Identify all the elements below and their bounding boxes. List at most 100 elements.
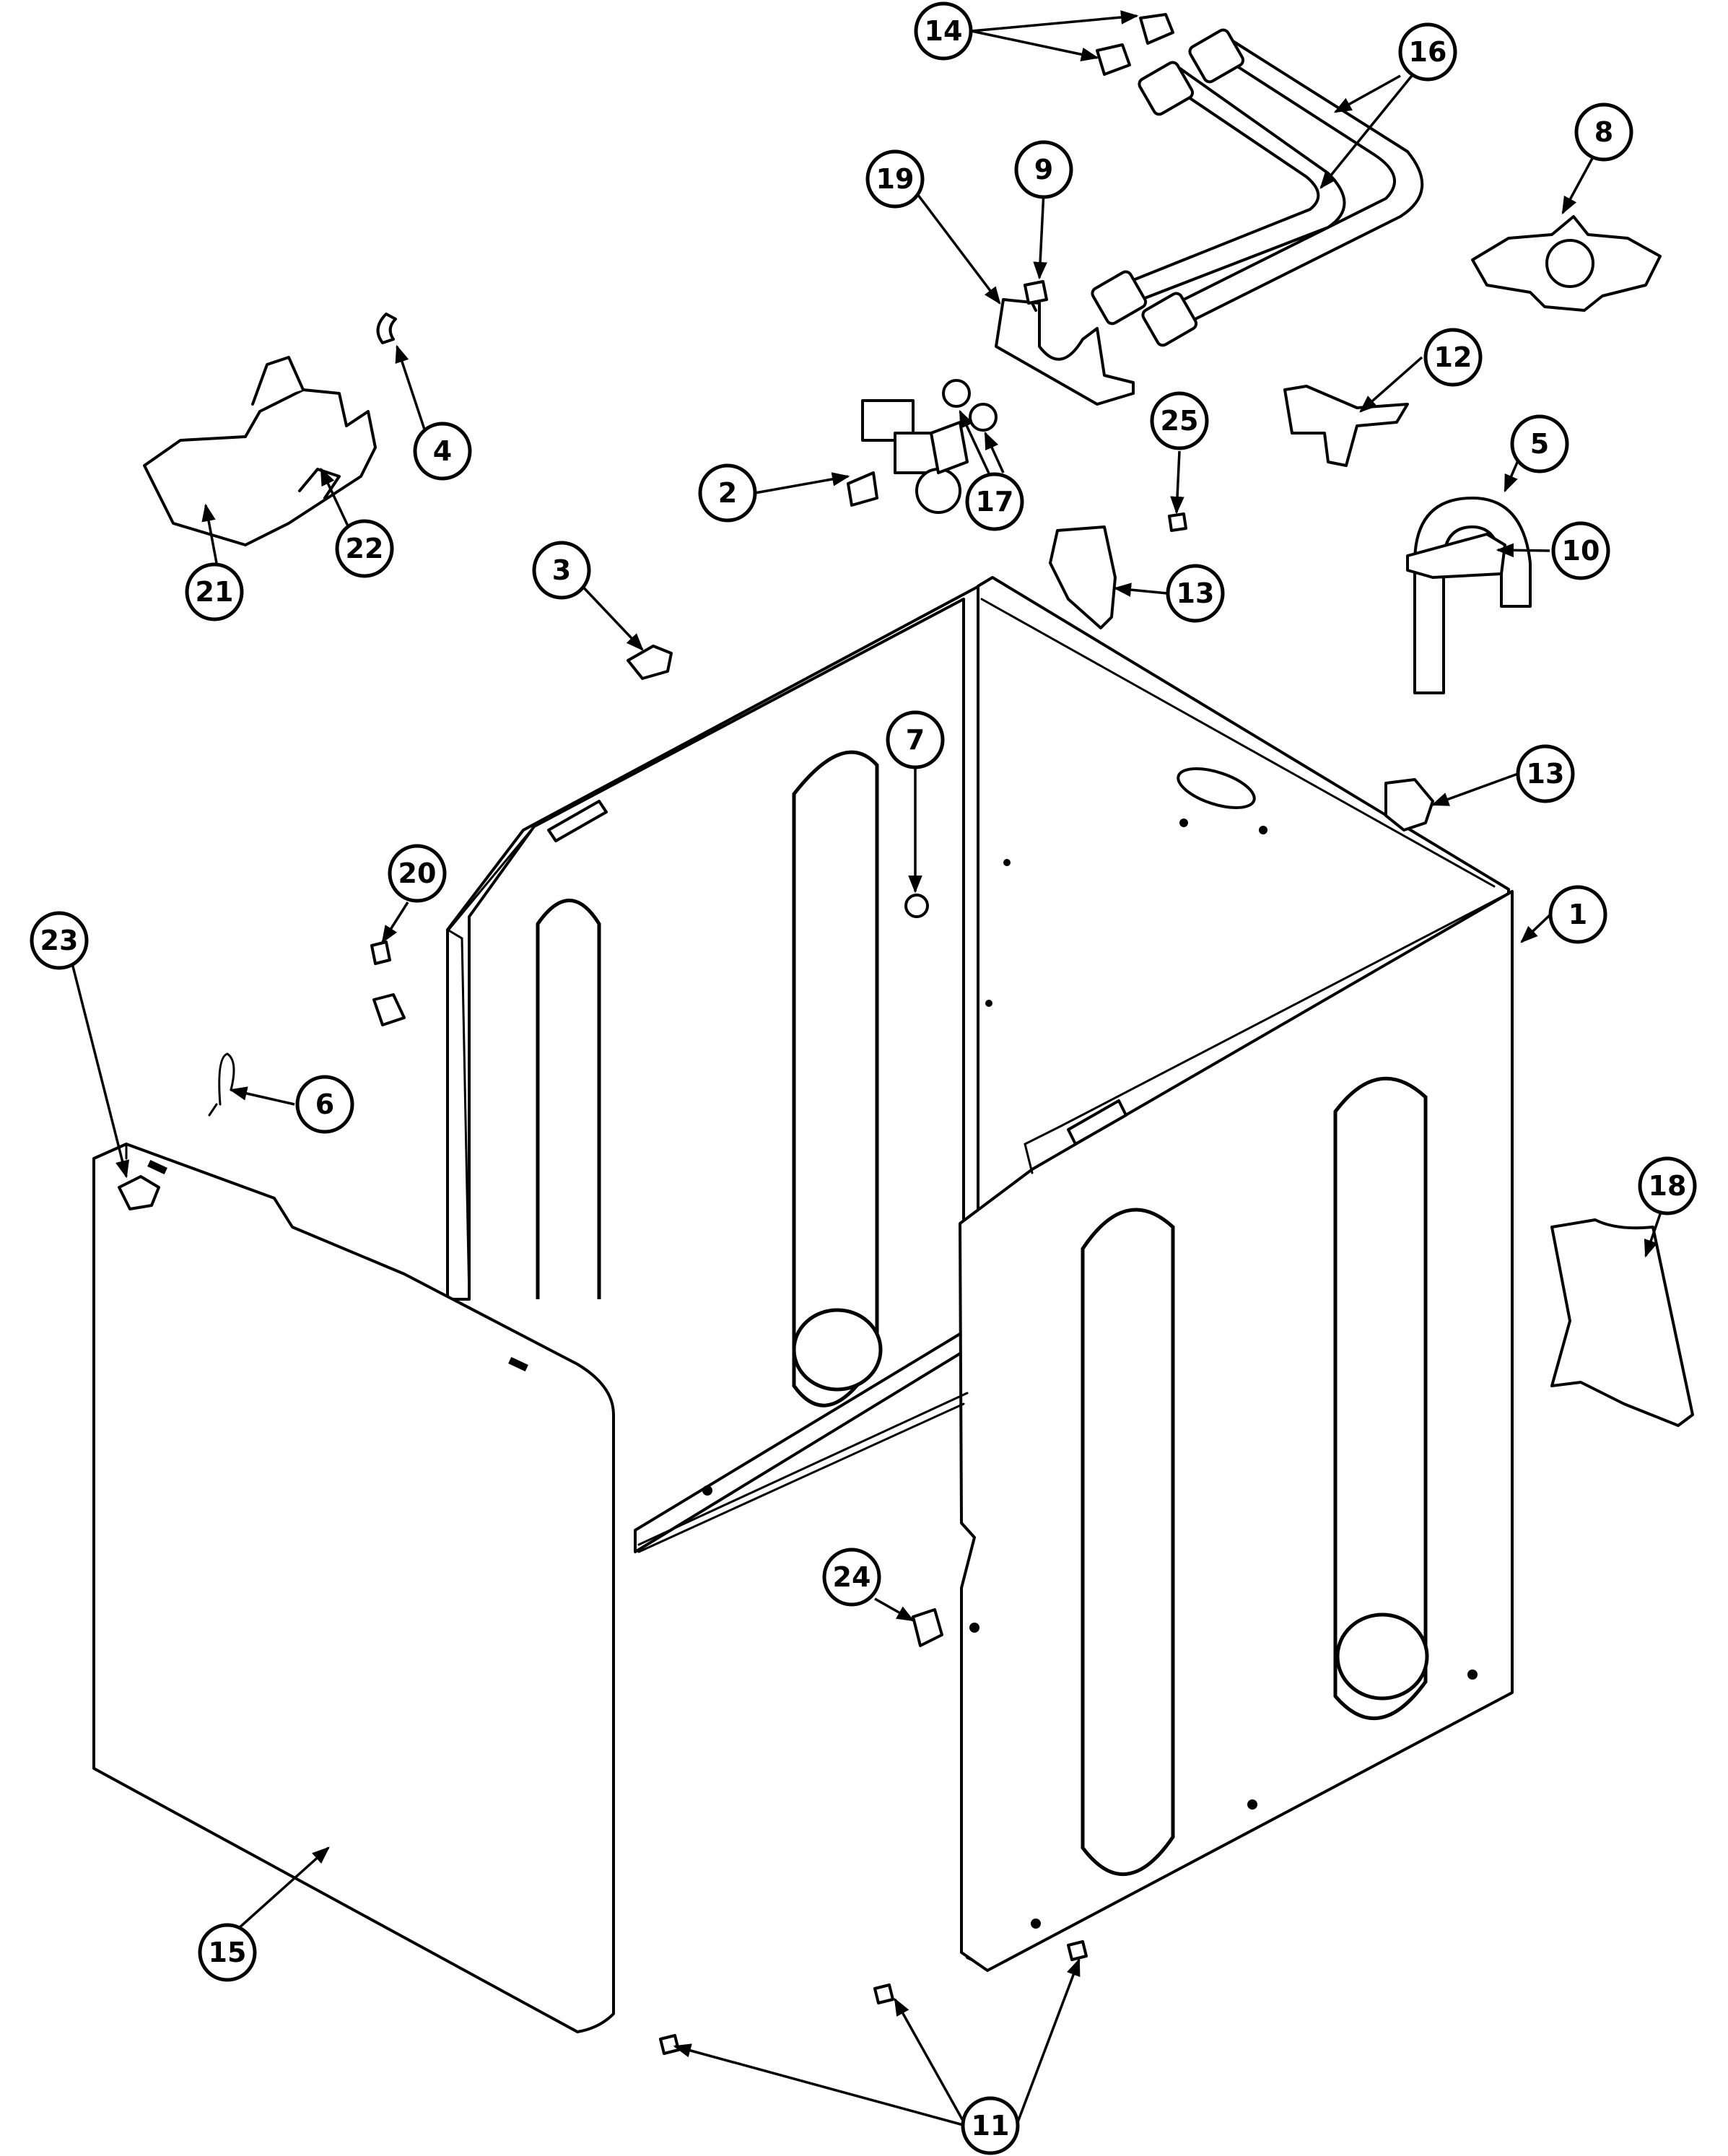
callout-label: 15 [209,1937,247,1968]
leader-25 [1170,450,1184,515]
callout-20: 20 [388,844,447,903]
cabinet-hole [985,1000,992,1007]
cabinet-top-right-bracket [1067,1099,1127,1145]
callout-label: 10 [1562,535,1600,567]
drain-hose [1406,497,1532,694]
leader-12 [1359,356,1423,413]
inlet-hoses [1091,28,1424,347]
callout-3: 3 [532,541,591,600]
callout-5: 5 [1510,414,1569,473]
callout-2: 2 [698,463,757,523]
callout-label: 18 [1649,1170,1687,1202]
water-valve [847,399,969,514]
callout-label: 3 [552,554,571,586]
callout-label: 4 [433,435,452,467]
cabinet-hole [1031,1919,1041,1929]
screw [1067,1940,1088,1961]
leader-15 [237,1846,330,1930]
door-strike [118,1175,160,1210]
inlet-screen-cap [1139,13,1174,45]
callout-12: 12 [1423,328,1483,387]
cabinet-hole [1247,1799,1257,1810]
drain-hose-support [1406,533,1506,579]
hose-coupling [1138,61,1195,116]
callout-25: 25 [1150,391,1209,450]
callout-label: 6 [315,1088,334,1120]
cabinet-right-slot-rear [1333,1076,1428,1721]
panel-clip [370,940,391,965]
leader-17a [959,409,992,477]
callout-8: 8 [1574,102,1633,162]
callout-label: 8 [1594,116,1613,148]
callout-19: 19 [865,149,925,209]
grommet [904,894,929,918]
callout-10: 10 [1551,521,1610,580]
leader-21 [201,503,218,564]
water-valve-spring [930,421,969,474]
callout-label: 9 [1034,154,1053,186]
leader-24 [874,1597,915,1622]
leader-17b [984,431,1005,473]
console-bracket [143,388,377,546]
leader-14a [971,10,1139,32]
callout-16: 16 [1398,22,1457,82]
cabinet-right-slot-hole [1335,1612,1429,1701]
callout-13-right: 13 [1516,744,1575,803]
panel-clip [372,993,406,1026]
leader-16a [1333,74,1401,113]
callout-13-top: 13 [1166,564,1225,623]
callout-label: 1 [1568,899,1587,930]
cabinet-right-slot-front [1081,1208,1175,1876]
water-valve-body [861,399,915,442]
callout-15: 15 [198,1923,257,1982]
screw [1024,280,1048,312]
leader-23 [71,963,130,1179]
cabinet-hole [702,1485,712,1496]
cabinet-hole [1179,819,1188,827]
leader-14b [971,30,1099,61]
callout-label: 2 [718,477,737,509]
front-panel-slot-left [147,1159,167,1175]
callout-14: 14 [914,1,973,61]
hose-coupling [1188,28,1245,84]
callout-9: 9 [1014,140,1073,199]
callout-6: 6 [295,1075,354,1134]
drain-hose-bracket [1283,385,1409,467]
callout-label: 19 [876,163,915,195]
callout-label: 5 [1530,428,1549,460]
leader-2 [754,472,850,494]
callout-label: 23 [40,925,79,956]
callout-11: 11 [961,2096,1020,2155]
leader-lines [71,10,1662,2127]
inlet-hose [1161,38,1424,330]
cabinet-top-flange [980,598,1514,1174]
cabinet-hole [1467,1670,1478,1680]
leader-10 [1496,543,1550,558]
cabinet-back-oval-hole [1177,767,1256,809]
callout-18: 18 [1638,1156,1697,1216]
leader-13b [1431,772,1519,806]
inlet-screen-cap [1096,43,1131,76]
water-valve-solenoid [915,468,961,514]
screw [873,1983,894,2004]
leader-6 [229,1086,295,1106]
callout-label: 16 [1409,36,1447,68]
leader-11a [673,2043,966,2127]
callout-label: 21 [196,576,234,608]
front-panel-top-edge [92,1143,128,1770]
callout-label: 17 [976,486,1014,518]
callout-7: 7 [886,710,945,769]
leveling-foot [912,1608,943,1647]
leader-13a [1113,582,1168,597]
callouts: 1 2 3 4 5 6 7 8 9 10 11 12 13 13 14 15 1… [30,1,1697,2155]
console-bracket-assembly [143,356,377,546]
callout-23: 23 [30,911,89,970]
callout-label: 11 [972,2110,1010,2142]
retaining-ring [376,313,397,344]
callout-21: 21 [185,562,244,621]
drain-hose-body [1413,497,1532,694]
callout-label: 13 [1177,577,1215,609]
leader-20 [381,902,409,944]
leader-9 [1033,191,1047,280]
